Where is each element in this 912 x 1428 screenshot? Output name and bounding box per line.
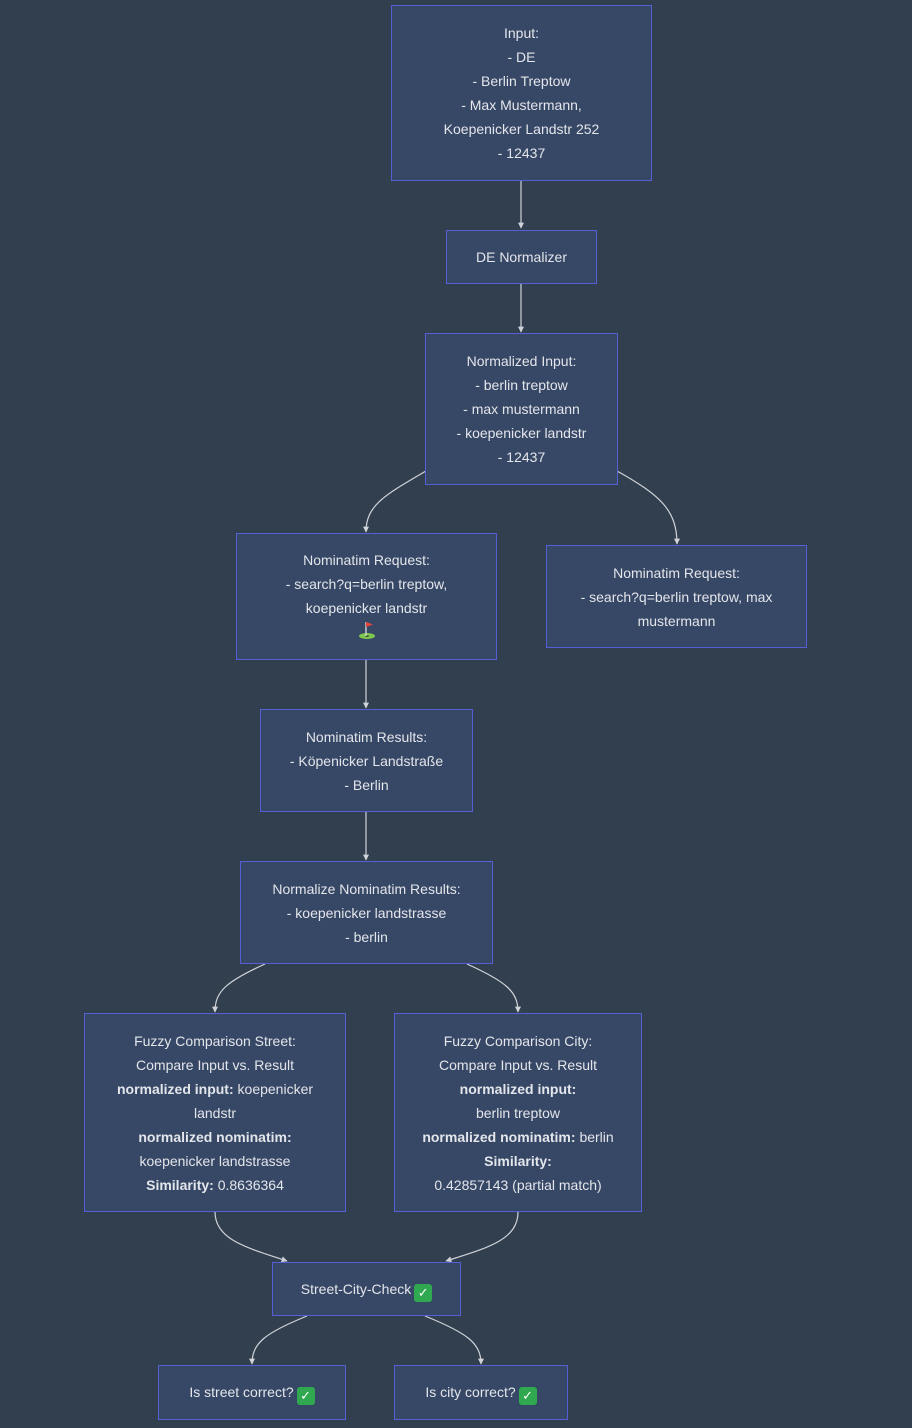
normalized-nominatim-value: koepenicker landstrasse: [139, 1152, 291, 1169]
normalized-input-label: normalized input:: [116, 1080, 234, 1097]
golf-flag-icon: [358, 622, 375, 639]
edge-normalize-to-fuzzy-city: [466, 963, 521, 1013]
normalized-input-node: Normalized Input: - berlin treptow - max…: [425, 333, 618, 485]
normalized-nominatim-label: normalized nominatim:: [138, 1128, 292, 1145]
node-label: Street-City-Check: [300, 1280, 412, 1297]
nominatim-request-street-node: Nominatim Request: - search?q=berlin tre…: [236, 533, 497, 660]
normalized-input-label: normalized input:: [459, 1080, 577, 1097]
node-line: - Berlin: [344, 776, 389, 793]
check-mark-icon: ✓: [296, 1387, 315, 1405]
node-line: - koepenicker landstrasse: [286, 904, 447, 921]
normalized-nominatim-value: berlin: [579, 1128, 614, 1145]
node-line: - search?q=berlin treptow, max: [580, 588, 773, 605]
node-line: Nominatim Request:: [613, 564, 740, 581]
input-node: Input: - DE - Berlin Treptow - Max Muste…: [391, 5, 652, 181]
edge-normalized-to-request-name: [616, 470, 680, 545]
street-city-check-node: Street-City-Check✓: [272, 1262, 461, 1316]
normalized-input-value: koepenicker: [237, 1080, 314, 1097]
normalized-input-line: normalized input:: [460, 1077, 577, 1101]
node-line: - Berlin Treptow: [472, 73, 571, 89]
node-line: - DE: [507, 49, 536, 65]
node-label-line: Is street correct?✓: [189, 1380, 315, 1405]
normalized-input-value-cont: landstr: [193, 1104, 237, 1121]
check-mark-icon: ✓: [518, 1387, 537, 1405]
similarity-line: Similarity:: [484, 1149, 552, 1173]
normalized-nominatim-line: normalized nominatim:: [138, 1125, 291, 1149]
normalized-nominatim-line: normalized nominatim: berlin: [422, 1125, 613, 1149]
node-icon-line: [357, 620, 377, 645]
normalized-input-value: berlin treptow: [475, 1104, 561, 1121]
node-line: Normalize Nominatim Results:: [272, 880, 461, 897]
node-line: - 12437: [497, 145, 546, 161]
node-line: - koepenicker landstr: [456, 425, 587, 441]
node-line: - 12437: [497, 449, 546, 465]
edge-normalized-to-request-street: [363, 470, 427, 533]
de-normalizer-node: DE Normalizer: [446, 230, 597, 284]
node-line: Input:: [503, 25, 540, 41]
node-line: Nominatim Results:: [305, 728, 428, 745]
node-line: Koepenicker Landstr 252: [443, 121, 600, 137]
similarity-value: 0.42857143 (partial match): [434, 1176, 602, 1193]
node-line: mustermann: [637, 612, 716, 629]
normalize-results-node: Normalize Nominatim Results: - koepenick…: [240, 861, 493, 964]
edge-check-to-city-correct: [424, 1315, 484, 1365]
node-subtitle: Compare Input vs. Result: [136, 1056, 294, 1073]
similarity-value: 0.8636364: [217, 1176, 284, 1193]
node-label-line: Is city correct?✓: [425, 1380, 537, 1405]
node-label: Is city correct?: [425, 1384, 516, 1400]
node-line: - search?q=berlin treptow,: [285, 576, 448, 592]
node-title: Fuzzy Comparison City:: [443, 1032, 593, 1049]
node-line: - Köpenicker Landstraße: [289, 752, 444, 769]
similarity-label: Similarity:: [146, 1176, 214, 1193]
node-label-line: Street-City-Check✓: [300, 1277, 433, 1302]
fuzzy-comparison-street-node: Fuzzy Comparison Street: Compare Input v…: [84, 1013, 346, 1212]
normalized-input-line: normalized input: koepenicker: [117, 1077, 313, 1101]
edge-normalize-to-fuzzy-street: [212, 963, 266, 1013]
node-title: Fuzzy Comparison Street:: [134, 1032, 296, 1049]
node-line: koepenicker landstr: [305, 600, 428, 616]
is-street-correct-node: Is street correct?✓: [158, 1365, 346, 1420]
node-line: - berlin: [345, 928, 388, 945]
edge-fuzzy-city-to-check: [445, 1211, 519, 1263]
edge-fuzzy-street-to-check: [214, 1211, 288, 1263]
normalized-nominatim-label: normalized nominatim:: [422, 1128, 576, 1145]
nominatim-results-node: Nominatim Results: - Köpenicker Landstra…: [260, 709, 473, 812]
similarity-line: Similarity: 0.8636364: [146, 1173, 284, 1197]
node-line: - Max Mustermann,: [461, 97, 582, 113]
node-line: - max mustermann: [463, 401, 580, 417]
nominatim-request-name-node: Nominatim Request: - search?q=berlin tre…: [546, 545, 807, 648]
node-line: - berlin treptow: [475, 377, 568, 393]
edge-check-to-street-correct: [249, 1315, 308, 1365]
node-subtitle: Compare Input vs. Result: [439, 1056, 597, 1073]
node-line: Normalized Input:: [466, 353, 577, 369]
node-label: DE Normalizer: [475, 249, 567, 265]
similarity-label: Similarity:: [484, 1152, 552, 1169]
node-label: Is street correct?: [189, 1384, 294, 1400]
is-city-correct-node: Is city correct?✓: [394, 1365, 568, 1420]
check-mark-icon: ✓: [414, 1283, 433, 1302]
node-line: Nominatim Request:: [303, 552, 430, 568]
fuzzy-comparison-city-node: Fuzzy Comparison City: Compare Input vs.…: [394, 1013, 642, 1212]
